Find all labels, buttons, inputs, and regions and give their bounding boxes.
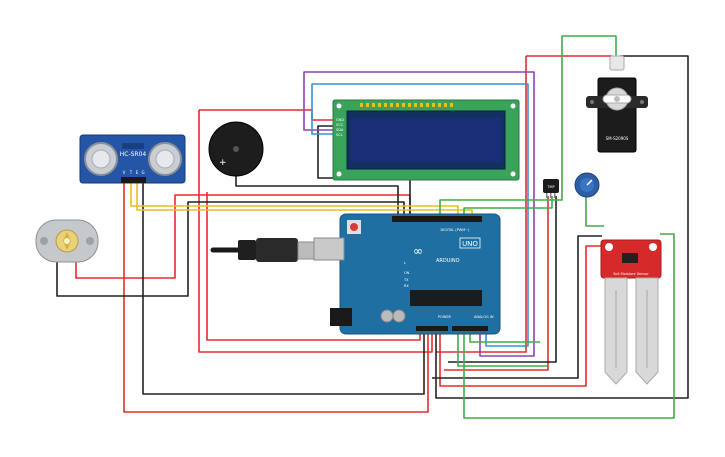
lcd-pin-label: GND [336,118,344,122]
wire-black [235,172,399,218]
soil-sensor-label: Soil Moisture Sensor [613,272,649,276]
digital-header [392,216,482,222]
lcd-pin-label: VCC [336,123,344,127]
wire-red [439,245,604,387]
lcd-pin-label: SCL [336,133,343,137]
arduino-model: UNO [462,240,478,248]
piezo-buzzer[interactable]: + [208,121,264,177]
wire-black [432,235,602,379]
soil-moisture-sensor[interactable]: Soil Moisture Sensor [600,239,662,385]
l-label: L [404,261,406,265]
temp-sensor-label: TMP [546,185,554,189]
wire-black [448,196,557,363]
pin-label: G [141,170,144,175]
tx-label: TX [403,278,409,282]
servo-connector [609,55,625,71]
buzzer-plus-icon: + [219,158,227,168]
ultrasonic-sensor[interactable]: HC-SR04 V T E G [79,134,186,184]
wire-red [436,56,527,353]
power-jack [330,308,352,326]
servo-label: SM-S2090S [606,136,629,141]
microcontroller-chip [410,290,482,306]
pin-label: E [136,170,139,175]
wire-red [526,55,613,68]
ultrasonic-label: HC-SR04 [120,151,147,158]
rx-label: RX [404,284,409,288]
wire-red [206,192,421,341]
arduino-brand: ARDUINO [436,258,460,264]
servo-motor[interactable]: SM-S2090S [586,55,648,153]
analog-label: ANALOG IN [474,315,494,319]
temperature-sensor[interactable]: TMP [543,179,559,198]
potentiometer[interactable] [574,172,600,198]
digital-label: DIGITAL (PWM~) [440,228,470,232]
wire-black [317,125,411,218]
reset-button[interactable] [350,223,358,231]
wire-blue [311,83,529,347]
wire-green [585,196,604,227]
wire-purple [303,71,535,357]
usb-port [313,237,345,261]
wire-green [457,330,548,367]
lcd-screen [351,118,501,162]
arduino-logo-icon: ∞ [413,244,423,258]
wire-green [463,233,675,419]
wire-black [56,201,405,297]
arduino-uno-board[interactable]: DIGITAL (PWM~) ∞ ARDUINO UNO ON TX RX L … [313,213,501,335]
wire-red [199,109,335,121]
power-header [416,326,448,331]
wire-green [463,196,553,218]
lcd-pin-label: SDA [336,128,344,132]
on-label: ON [404,271,410,275]
pin-label: V [123,170,126,175]
wire-red [444,196,549,371]
wires [56,35,689,419]
lcd-header-pins [360,103,453,107]
usb-cable [210,238,315,262]
wire-black [142,183,425,395]
wire-yellow [130,183,459,218]
lcd-display[interactable]: GND VCC SDA SCL [332,99,520,181]
analog-header [452,326,488,331]
dc-motor[interactable] [35,219,99,263]
wire-black [435,55,689,399]
wire-red [198,110,433,353]
wire-green [439,35,617,218]
pin-label: T [129,170,133,175]
power-label: POWER [438,315,452,319]
wire-red [123,183,429,413]
